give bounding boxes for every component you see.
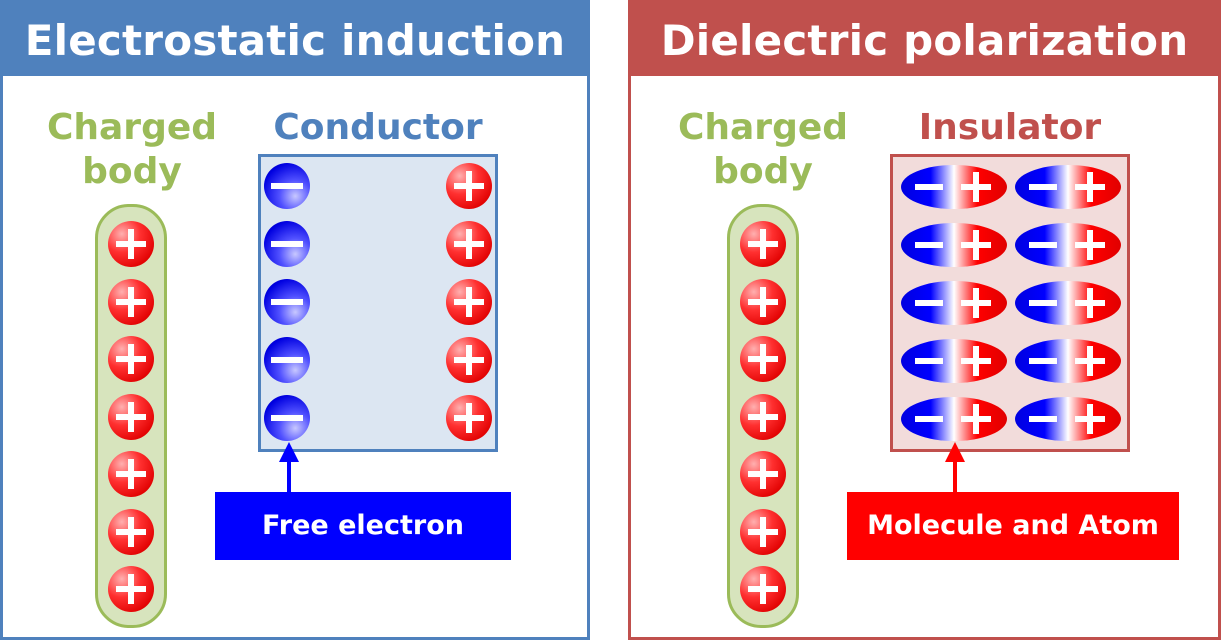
positive-charge [108,451,154,497]
positive-charge [740,278,786,325]
positive-charge [740,336,786,382]
positive-charge [108,336,154,382]
charged-body [727,204,799,628]
polarized-dipole [901,165,1007,209]
charged-body-label: Charged body [46,107,218,192]
positive-charge [446,221,492,267]
free-electron-arrow [279,442,299,496]
positive-charge [446,279,492,325]
polarized-dipole [1015,223,1121,267]
positive-charge [108,508,154,555]
free-electron-charge [264,163,310,209]
polarized-dipole [901,281,1007,325]
positive-charge [446,163,492,209]
polarized-dipole [901,223,1007,267]
free-electron-charge [264,337,310,383]
positive-charge [740,451,786,497]
positive-charge [108,221,154,267]
molecule-atom-arrow [945,442,965,496]
polarized-dipole [901,339,1007,383]
charged-body-label: Charged body [677,107,849,192]
polarized-dipole [1015,165,1121,209]
positive-charge [108,278,154,325]
panel-title: Electrostatic induction [3,3,587,76]
conductor-block [258,154,498,452]
panel-title: Dielectric polarization [631,3,1218,76]
free-electron-charge [264,395,310,441]
conductor-label: Conductor [273,107,483,148]
positive-charge [740,508,786,555]
positive-charge [446,337,492,383]
free-electron-charge [264,221,310,267]
positive-charge [740,393,786,440]
insulator-block [890,154,1130,452]
polarized-dipole [901,397,1007,441]
polarized-dipole [1015,339,1121,383]
molecule-atom-callout: Molecule and Atom [847,492,1179,560]
polarized-dipole [1015,281,1121,325]
polarized-dipole [1015,397,1121,441]
insulator-label: Insulator [918,107,1102,148]
free-electron-charge [264,279,310,325]
positive-charge [108,566,154,612]
positive-charge [740,566,786,612]
free-electron-callout: Free electron [215,492,511,560]
charged-body [95,204,167,628]
positive-charge [446,395,492,441]
positive-charge [108,393,154,440]
positive-charge [740,221,786,267]
